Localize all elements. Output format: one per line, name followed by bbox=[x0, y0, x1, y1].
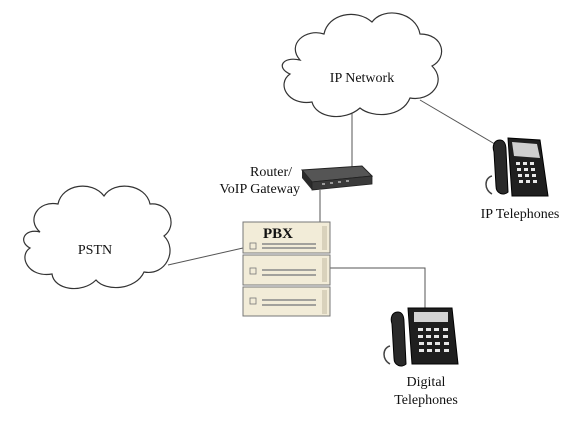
pstn-label: PSTN bbox=[78, 243, 112, 258]
pbx-unit-3 bbox=[242, 286, 331, 317]
link-pstn-pbx bbox=[167, 247, 244, 266]
digital-telephone-icon bbox=[383, 307, 459, 367]
pstn-cloud: PSTN bbox=[23, 185, 172, 290]
pbx-unit-2 bbox=[242, 254, 331, 286]
ip-telephones-label: IP Telephones bbox=[481, 207, 560, 222]
digital-label-line1: Digital bbox=[407, 375, 446, 390]
ip-network-cloud: IP Network bbox=[281, 12, 443, 118]
pbx-label: PBX bbox=[263, 226, 293, 242]
pbx-unit-1 bbox=[242, 221, 331, 254]
router-icon bbox=[300, 165, 374, 191]
ip-network-label: IP Network bbox=[330, 71, 394, 86]
router-label-line1: Router/ bbox=[250, 165, 292, 180]
ip-telephone-icon bbox=[485, 137, 549, 197]
router-label-line2: VoIP Gateway bbox=[220, 182, 301, 197]
connection-lines bbox=[167, 99, 506, 308]
pbx-cabinet: PBX bbox=[242, 221, 331, 317]
link-pbx-digital-phone bbox=[330, 267, 426, 308]
digital-label-line2: Telephones bbox=[394, 393, 458, 408]
link-network-ip-phone bbox=[419, 99, 506, 151]
